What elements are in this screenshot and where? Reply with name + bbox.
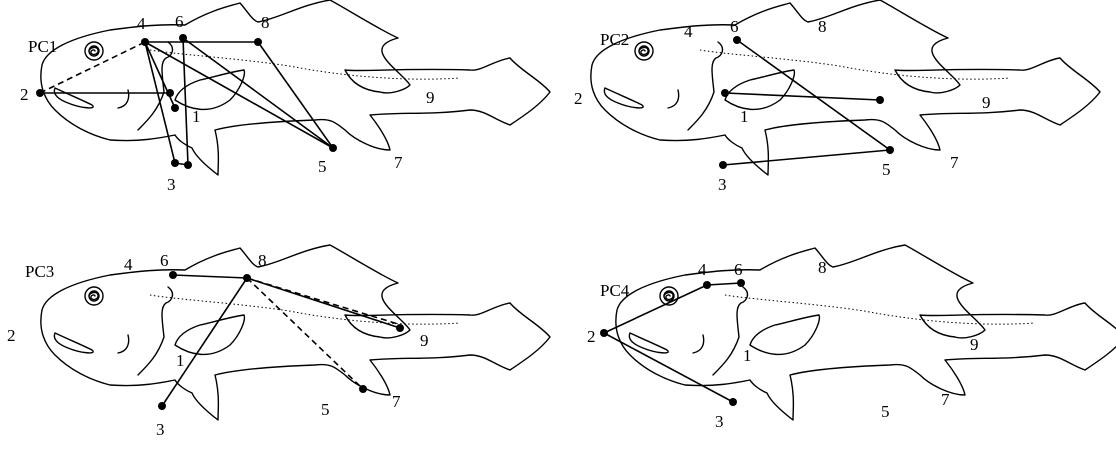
pc2-landmark-5 <box>886 146 894 154</box>
pc2-label-6: 6 <box>730 17 739 36</box>
pc1-label-6: 6 <box>175 12 184 31</box>
pc1-label-8: 8 <box>261 13 270 32</box>
pc2-landmark-6 <box>733 36 741 44</box>
pc2-label-4: 4 <box>684 22 693 41</box>
pc1-label-9: 9 <box>426 88 435 107</box>
pc3-label-2: 2 <box>7 326 16 345</box>
pc3-label-5: 5 <box>321 400 330 419</box>
pc1-landmark-5 <box>329 144 337 152</box>
pc1-landmark-1a <box>166 89 174 97</box>
pc3-landmark-7 <box>359 385 367 393</box>
panel-pc2: PC2 1 2 3 4 5 6 7 8 9 <box>574 0 1100 194</box>
pc1-landmark-1b <box>171 104 179 112</box>
pc3-label-3: 3 <box>156 420 165 439</box>
pc2-label-8: 8 <box>818 17 827 36</box>
pc4-label-7: 7 <box>941 390 950 409</box>
pc3-label-8: 8 <box>258 251 267 270</box>
pc4-label-6: 6 <box>734 260 743 279</box>
panel-pc1: PC1 1 2 3 4 5 6 7 8 9 <box>20 0 550 194</box>
pc3-label-4: 4 <box>124 255 133 274</box>
pc1-label-3: 3 <box>167 175 176 194</box>
pc1-label-4: 4 <box>137 14 146 33</box>
pc1-title: PC1 <box>28 37 57 56</box>
pc1-landmark-8 <box>254 38 262 46</box>
pc3-landmark-9 <box>396 324 404 332</box>
pc2-label-5: 5 <box>882 160 891 179</box>
pc3-landmark-3 <box>158 402 166 410</box>
pc2-title: PC2 <box>600 30 629 49</box>
pc4-title: PC4 <box>600 281 630 300</box>
pc3-landmark-6 <box>169 271 177 279</box>
pc4-landmark-2 <box>600 329 608 337</box>
pc1-landmark-3b <box>184 161 192 169</box>
pc2-landmark-9 <box>876 96 884 104</box>
pc2-landmarks <box>719 36 894 169</box>
panel-pc4: PC4 1 2 3 4 5 6 7 8 9 <box>587 245 1116 431</box>
pc4-label-2: 2 <box>587 327 596 346</box>
pc3-label-1: 1 <box>176 351 185 370</box>
pc4-landmark-6 <box>737 279 745 287</box>
pc3-landmark-8 <box>243 274 251 282</box>
pc1-label-2: 2 <box>20 85 29 104</box>
pc1-landmark-3 <box>171 159 179 167</box>
pc1-label-1: 1 <box>192 107 201 126</box>
pc2-label-1: 1 <box>740 107 749 126</box>
panel-pc3: PC3 1 2 3 4 5 6 7 8 9 <box>7 245 550 439</box>
pc3-label-6: 6 <box>160 251 169 270</box>
pc4-label-4: 4 <box>698 260 707 279</box>
pc4-label-5: 5 <box>881 402 890 421</box>
pc1-label-7: 7 <box>394 153 403 172</box>
pc4-label-9: 9 <box>970 335 979 354</box>
pc4-landmark-4 <box>703 281 711 289</box>
pc3-label-9: 9 <box>420 331 429 350</box>
pc3-label-7: 7 <box>392 392 401 411</box>
pc1-label-5: 5 <box>318 157 327 176</box>
pc4-label-1: 1 <box>743 346 752 365</box>
pc1-landmark-6 <box>179 34 187 42</box>
pc1-landmark-4 <box>141 38 149 46</box>
pc4-label-8: 8 <box>818 258 827 277</box>
pc2-landmark-3 <box>719 161 727 169</box>
pc2-label-7: 7 <box>950 153 959 172</box>
pc2-label-2: 2 <box>574 89 583 108</box>
pc3-title: PC3 <box>25 262 54 281</box>
pc4-label-3: 3 <box>715 412 724 431</box>
pc2-label-3: 3 <box>718 175 727 194</box>
pc4-landmark-3 <box>729 398 737 406</box>
pc1-landmark-2 <box>36 89 44 97</box>
pc2-landmark-1a <box>721 89 729 97</box>
pc2-vectors <box>723 40 890 165</box>
pc2-label-9: 9 <box>982 93 991 112</box>
